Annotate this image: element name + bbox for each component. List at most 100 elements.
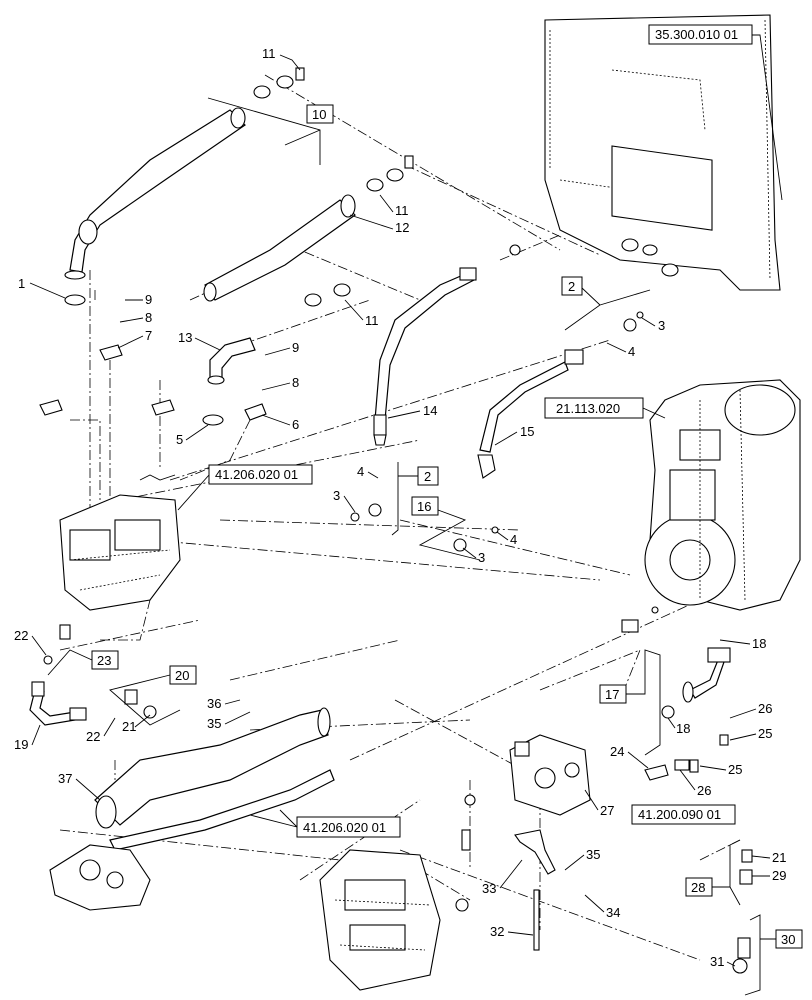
pipe-17 [661,647,731,719]
svg-text:20: 20 [175,668,189,683]
callout-4c: 4 [496,531,517,547]
callout-9a: 9 [125,292,152,307]
kit-box-16[interactable]: 16 [411,496,481,561]
svg-text:3: 3 [333,488,340,503]
svg-text:35: 35 [586,847,600,862]
ref-box-valve-bottom[interactable]: 41.206.020 01 [249,809,401,838]
hose-clamps-11 [253,67,414,307]
svg-text:41.206.020 01: 41.206.020 01 [215,467,298,482]
kit-box-23[interactable]: 23 [47,649,119,676]
callout-6: 6 [261,414,299,432]
callout-37: 37 [58,771,101,801]
svg-text:23: 23 [97,653,111,668]
callout-26a: 26 [729,701,772,719]
hose-37 [94,707,335,851]
callout-11b: 11 [379,194,409,218]
callout-8a: 8 [119,310,152,325]
svg-text:6: 6 [292,417,299,432]
svg-text:35.300.010 01: 35.300.010 01 [655,27,738,42]
callout-29: 29 [752,868,786,883]
bottom-valve-assembly [319,849,441,991]
svg-text:28: 28 [691,880,705,895]
kit-box-2-left[interactable]: 2 [391,462,439,536]
svg-text:10: 10 [312,107,326,122]
svg-text:41.200.090 01: 41.200.090 01 [638,807,721,822]
svg-text:11: 11 [262,46,276,61]
ref-box-block[interactable]: 41.200.090 01 [631,804,736,825]
svg-text:2: 2 [424,469,431,484]
hose-12 [203,194,356,302]
svg-text:26: 26 [697,783,711,798]
svg-text:35: 35 [207,716,221,731]
callout-3c: 3 [462,547,485,565]
block-27 [509,734,591,816]
svg-text:8: 8 [145,310,152,325]
kit-box-17[interactable]: 17 [599,649,661,756]
callout-1: 1 [18,276,66,299]
control-valve [59,474,181,611]
svg-text:2: 2 [568,279,575,294]
svg-text:26: 26 [758,701,772,716]
callout-8b: 8 [261,375,299,391]
fittings-28-31 [732,849,753,974]
callout-27: 27 [584,789,614,818]
callout-31: 31 [710,954,736,969]
callout-12: 12 [349,214,409,235]
svg-text:21: 21 [122,719,136,734]
svg-text:9: 9 [145,292,152,307]
callout-32: 32 [490,924,534,939]
kit-box-10[interactable]: 10 [207,97,334,165]
svg-text:12: 12 [395,220,409,235]
callout-18b: 18 [667,717,690,736]
svg-text:4: 4 [510,532,517,547]
svg-text:9: 9 [292,340,299,355]
frame-panel [544,14,781,291]
brackets [39,344,267,421]
hose-14 [373,267,477,446]
svg-text:16: 16 [417,499,431,514]
callout-24: 24 [610,744,649,769]
callout-19: 19 [14,724,41,752]
svg-text:3: 3 [658,318,665,333]
ref-box-transmission[interactable]: 21.113.020 [544,397,666,419]
callout-21a: 21 [751,850,786,865]
svg-text:21.113.020: 21.113.020 [556,401,620,416]
callout-25a: 25 [729,726,772,741]
callout-14: 14 [387,403,437,419]
hose-15 [477,349,584,479]
svg-text:27: 27 [600,803,614,818]
svg-text:11: 11 [365,313,379,328]
bracket-33 [455,794,556,951]
svg-text:13: 13 [178,330,192,345]
hose-10 [64,107,246,280]
kit-box-30[interactable]: 30 [744,914,803,996]
callout-18a: 18 [719,636,766,651]
harness [49,844,151,911]
svg-text:1: 1 [18,276,25,291]
svg-text:3: 3 [478,550,485,565]
callout-22b: 22 [86,717,116,744]
ref-box-frame[interactable]: 35.300.010 01 [648,24,783,201]
svg-text:17: 17 [605,687,619,702]
svg-text:25: 25 [758,726,772,741]
callout-36: 36 [207,696,241,711]
callout-34: 34 [584,894,620,920]
kit-box-2-right[interactable]: 2 [561,276,651,331]
callout-22a: 22 [14,628,47,656]
svg-text:19: 19 [14,737,28,752]
callout-13: 13 [178,330,221,351]
callout-35b: 35 [207,711,251,731]
svg-text:18: 18 [676,721,690,736]
callout-25b: 25 [699,762,742,777]
svg-text:31: 31 [710,954,724,969]
svg-text:7: 7 [145,328,152,343]
kit-box-20[interactable]: 20 [109,665,197,726]
svg-text:30: 30 [781,932,795,947]
svg-text:32: 32 [490,924,504,939]
kit-box-28[interactable]: 28 [685,839,741,906]
callout-4a: 4 [606,342,635,359]
fitting-20 [124,689,157,719]
ref-box-valve-top[interactable]: 41.206.020 01 [177,464,313,511]
